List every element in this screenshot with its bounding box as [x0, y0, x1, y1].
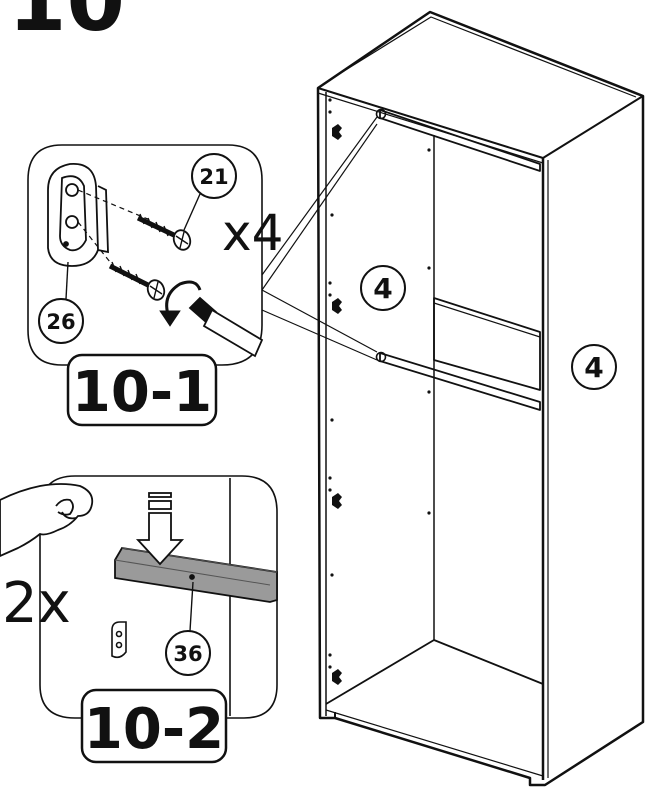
upper-hanging-rail [375, 108, 541, 172]
wardrobe-top-edge [317, 87, 644, 159]
detail-10-2-label: 10-2 [84, 697, 224, 762]
screw-upper [136, 213, 192, 251]
detail-10-1-label: 10-1 [72, 360, 212, 425]
panel-label-side: 4 [571, 344, 617, 390]
detail-10-1: 21 26 x4 10-1 [27, 144, 283, 427]
wardrobe-middle-shelf [433, 297, 541, 391]
detail-10-1-label-box [66, 353, 218, 427]
svg-text:4: 4 [373, 272, 392, 305]
wardrobe-bottom-shelf [325, 639, 544, 705]
wardrobe [316, 10, 645, 787]
svg-text:26: 26 [46, 310, 75, 334]
hand-icon [0, 483, 94, 557]
detail-10-1-multiplier: x4 [222, 204, 283, 262]
detail-10-2-label-box [80, 688, 228, 764]
detail-10-2-multiplier: 2x [2, 571, 71, 636]
small-bracket-icon [111, 621, 127, 659]
detail-leader-lines [261, 116, 378, 361]
svg-text:21: 21 [199, 165, 228, 189]
detail-rail-part [114, 547, 278, 603]
callout-part-21: 21 [191, 153, 237, 199]
step-number: 10 [8, 0, 125, 50]
wardrobe-plinth [319, 706, 336, 719]
panel-label-inner: 4 [360, 265, 406, 311]
rotate-arrow-icon [159, 280, 202, 327]
peg-holes [328, 98, 431, 669]
callout-part-36: 36 [165, 630, 211, 676]
callout-part-26: 26 [38, 298, 84, 344]
screw-lower [108, 261, 166, 301]
bracket-part [47, 163, 109, 267]
down-arrow-icon [135, 492, 185, 566]
detail-10-2: 36 2x 10-2 [0, 475, 278, 764]
wardrobe-outline [316, 10, 645, 787]
screwdriver-icon [188, 296, 264, 358]
svg-text:4: 4 [584, 351, 603, 384]
hinge-clips [332, 124, 342, 685]
alignment-dashes [77, 189, 151, 263]
svg-text:36: 36 [173, 642, 202, 666]
lower-hanging-rail [375, 351, 541, 411]
